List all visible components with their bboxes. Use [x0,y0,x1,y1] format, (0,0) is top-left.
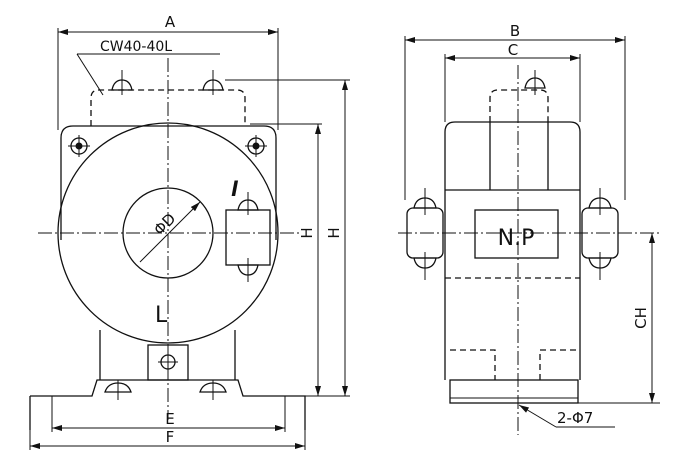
side-view: B C N.P CH 2-Φ7 [398,22,660,435]
dim-b-label: B [510,22,520,40]
model-label: CW40-40L [100,39,172,55]
nameplate [474,209,559,259]
dim-a-label: A [165,13,176,31]
base: E F [29,330,306,450]
secondary-terminal: l [225,177,271,282]
primary-mark: L [155,303,168,328]
mount-holes-label: 2-Φ7 [557,409,593,427]
primary-terminals [90,70,350,126]
dim-ch-label: CH [632,307,650,329]
screw-hole-icon [245,135,267,157]
dim-e-label: E [165,410,174,428]
dim-c-label: C [508,41,518,59]
secondary-terminal-label: l [231,177,239,201]
dim-f-label: F [166,428,175,446]
dim-h-outer-label: H [325,227,343,238]
dim-d-label: ΦD [150,210,179,239]
nameplate-label: N.P [498,226,535,251]
model-callout: CW40-40L [76,39,220,96]
dim-h-inner-label: H [298,227,316,238]
screw-hole-icon [68,135,90,157]
front-view: A CW40-40L ΦD L l E [29,13,350,450]
dimension-a: A [57,13,279,130]
height-dimensions: H H [298,80,350,397]
